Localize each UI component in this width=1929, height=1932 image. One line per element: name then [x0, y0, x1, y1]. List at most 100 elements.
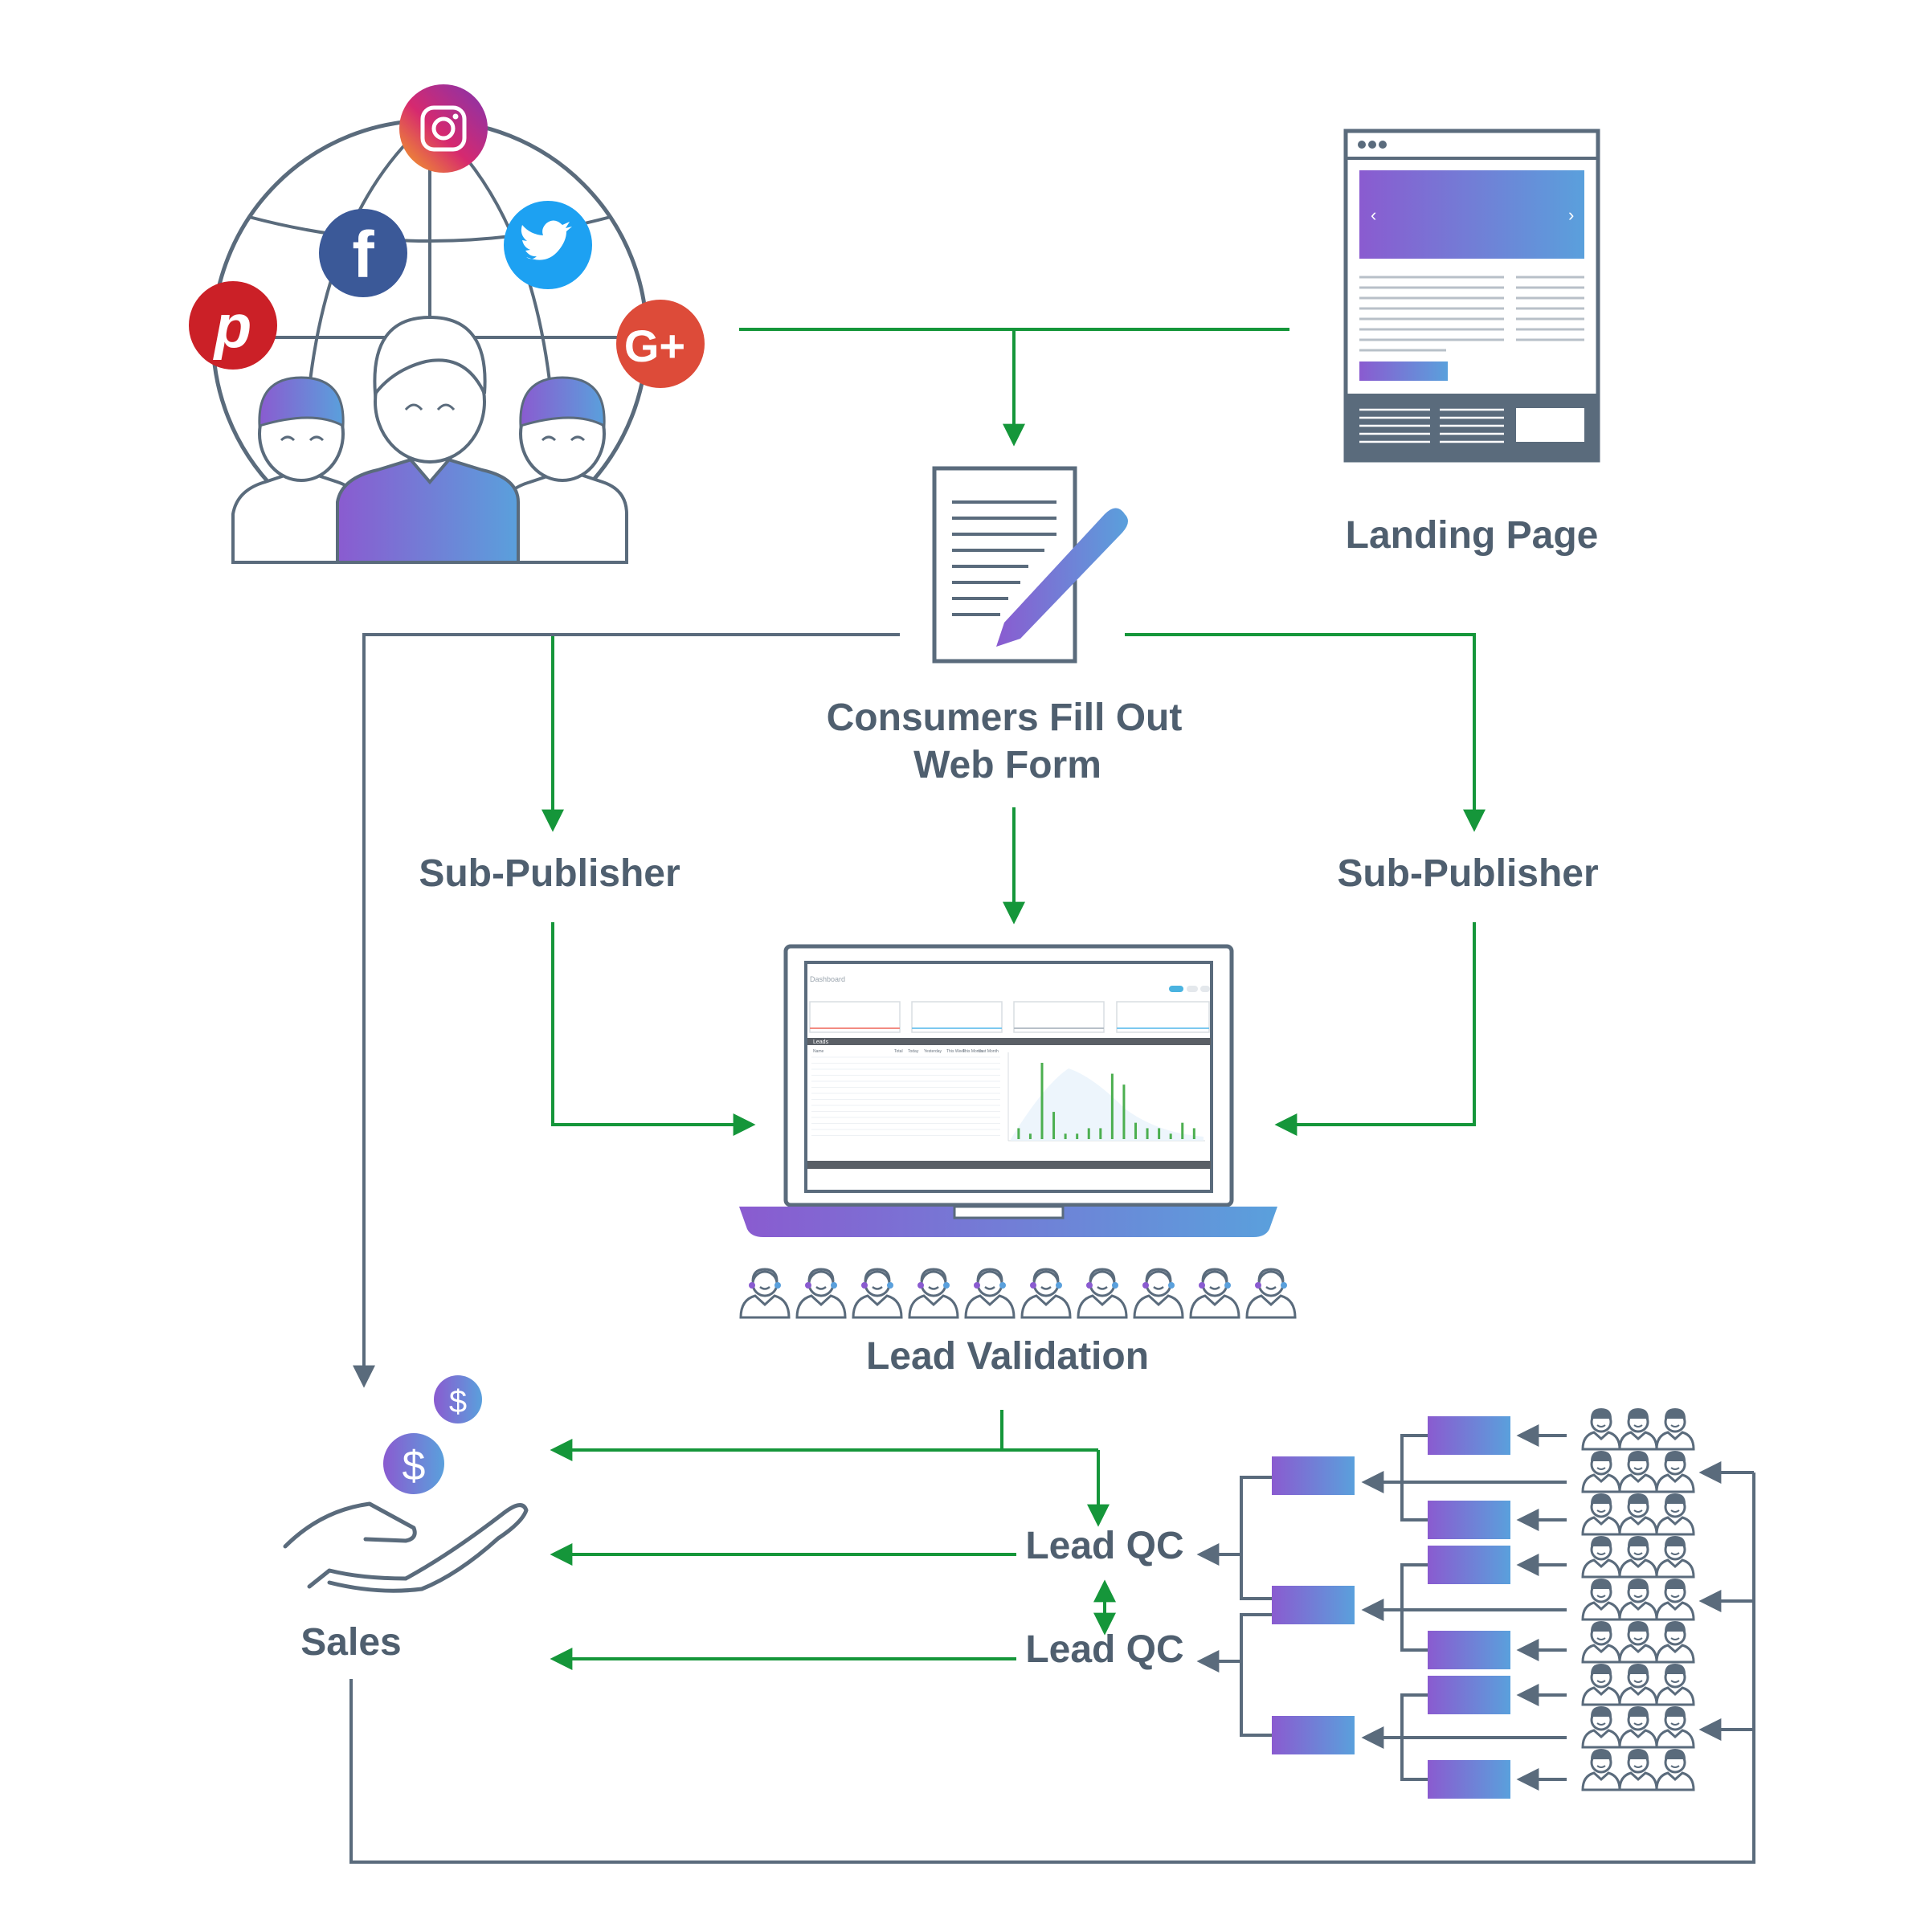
web-form-document: [932, 466, 1128, 664]
table-col-yesterday: Yesterday: [924, 1049, 942, 1054]
qc-worker: [1655, 1493, 1695, 1536]
consumer-person-left: [231, 376, 363, 564]
table-col-total: Total: [894, 1049, 903, 1054]
qc-sub-box-3: [1428, 1546, 1510, 1584]
validation-agent: [908, 1268, 959, 1319]
google-plus-icon: G+: [616, 300, 705, 388]
validation-agent: [795, 1268, 847, 1319]
validation-agent: [1133, 1268, 1184, 1319]
qc-sub-box-2: [1428, 1501, 1510, 1539]
lead-qc-bottom-label: Lead QC: [1025, 1628, 1183, 1671]
validation-agent: [1189, 1268, 1240, 1319]
dollar-symbol-large: $: [403, 1443, 426, 1489]
chart-bar: [1169, 1133, 1172, 1139]
chart-bar: [1099, 1128, 1102, 1139]
qc-worker: [1581, 1663, 1621, 1706]
flow-connectors: [349, 328, 1755, 1864]
svg-text:‹: ‹: [1371, 205, 1376, 225]
qc-sub-box-1: [1428, 1416, 1510, 1455]
chart-bar: [1028, 1133, 1032, 1139]
qc-worker: [1581, 1620, 1621, 1664]
qc-worker: [1655, 1578, 1695, 1621]
qc-team-box-2: [1272, 1586, 1355, 1624]
qc-team-box-1: [1272, 1456, 1355, 1495]
table-col-this-week: This Week: [946, 1049, 966, 1054]
validation-agent: [852, 1268, 903, 1319]
qc-worker: [1655, 1663, 1695, 1706]
qc-worker: [1581, 1493, 1621, 1536]
qc-workers-grid: [1581, 1407, 1695, 1791]
chart-bar: [1146, 1128, 1149, 1139]
pinterest-icon: p: [189, 281, 277, 370]
qc-worker: [1618, 1535, 1658, 1579]
qc-worker: [1618, 1450, 1658, 1493]
qc-worker: [1655, 1620, 1695, 1664]
qc-worker: [1618, 1620, 1658, 1664]
qc-worker: [1618, 1578, 1658, 1621]
dashboard-section-title: Leads: [813, 1040, 829, 1045]
chart-bar: [1134, 1122, 1137, 1139]
qc-worker: [1655, 1450, 1695, 1493]
dollar-coin-small: $: [434, 1375, 482, 1423]
web-form-label-line2: Web Form: [913, 744, 1101, 786]
chart-bar: [1064, 1133, 1067, 1139]
qc-worker: [1618, 1493, 1658, 1536]
qc-worker: [1618, 1407, 1658, 1451]
qc-team-boxes: [1272, 1416, 1510, 1799]
qc-worker: [1618, 1663, 1658, 1706]
qc-worker: [1618, 1705, 1658, 1749]
table-col-this-month: This Month: [962, 1049, 983, 1054]
sales-hand-coins: $ $: [283, 1375, 529, 1593]
qc-sub-box-4: [1428, 1631, 1510, 1669]
qc-team-box-3: [1272, 1716, 1355, 1754]
dashboard-chart: [1007, 1052, 1205, 1142]
lead-qc-top-label: Lead QC: [1025, 1525, 1183, 1567]
chart-bar: [1122, 1084, 1126, 1139]
chart-bar: [1158, 1128, 1161, 1139]
svg-text:f: f: [352, 219, 374, 292]
chart-bar: [1110, 1073, 1114, 1139]
qc-worker: [1581, 1407, 1621, 1451]
qc-worker: [1581, 1578, 1621, 1621]
facebook-icon: f: [319, 209, 407, 297]
chart-bar: [1181, 1122, 1184, 1139]
lead-validation-label: Lead Validation: [866, 1335, 1149, 1378]
chart-bar: [1052, 1112, 1056, 1139]
sub-publisher-left-label: Sub-Publisher: [419, 852, 680, 895]
landing-page-label: Landing Page: [1346, 514, 1599, 557]
qc-worker: [1581, 1748, 1621, 1791]
validation-agent: [739, 1268, 791, 1319]
validation-agent: [1020, 1268, 1072, 1319]
instagram-icon: [399, 84, 488, 173]
chart-bar: [1087, 1128, 1090, 1139]
chart-bar: [1192, 1128, 1195, 1139]
landing-page-mockup: ‹ ›: [1343, 129, 1600, 463]
qc-sub-box-6: [1428, 1760, 1510, 1799]
qc-worker: [1655, 1748, 1695, 1791]
qc-worker: [1655, 1535, 1695, 1579]
validation-agent: [1245, 1268, 1297, 1319]
qc-worker: [1618, 1748, 1658, 1791]
qc-worker: [1655, 1407, 1695, 1451]
table-col-last-month: Last Month: [979, 1049, 999, 1054]
qc-worker: [1581, 1450, 1621, 1493]
open-hand-icon: [283, 1501, 529, 1593]
consumer-person-center: [336, 315, 520, 564]
dollar-coin-large: $: [383, 1433, 444, 1494]
dashboard-title: Dashboard: [810, 975, 845, 983]
sales-label: Sales: [300, 1621, 401, 1664]
twitter-icon: [504, 201, 592, 289]
web-form-label-line1: Consumers Fill Out: [827, 696, 1183, 739]
table-col-name: Name: [813, 1049, 824, 1054]
validation-agent: [964, 1268, 1016, 1319]
table-col-today: Today: [908, 1049, 919, 1054]
qc-sub-box-5: [1428, 1676, 1510, 1714]
qc-worker: [1655, 1705, 1695, 1749]
svg-text:G+: G+: [624, 321, 685, 371]
dollar-symbol-small: $: [449, 1384, 467, 1419]
qc-worker: [1581, 1535, 1621, 1579]
validation-agents-row: [739, 1268, 1297, 1319]
chart-bar: [1040, 1063, 1044, 1139]
validation-agent: [1077, 1268, 1128, 1319]
sub-publisher-right-label: Sub-Publisher: [1337, 852, 1598, 895]
